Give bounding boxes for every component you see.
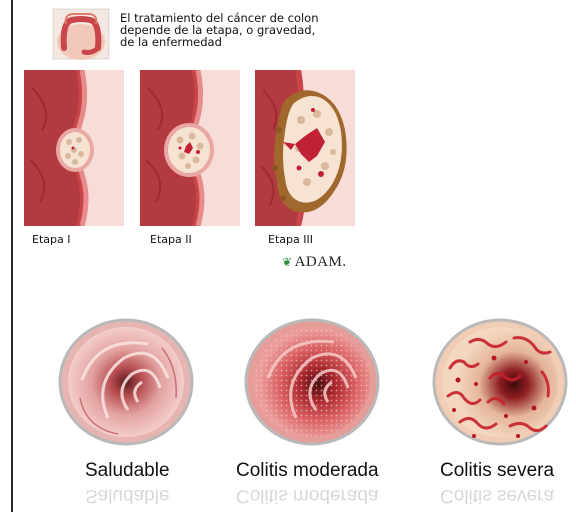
stage-3-illustration: [255, 70, 355, 226]
severe-colitis-caption-reflection: Colitis severa: [440, 484, 554, 506]
adam-logo: ❦ADAM.: [282, 254, 347, 271]
severe-colitis-caption: Colitis severa: [440, 460, 554, 482]
healthy-caption-reflection: Saludable: [85, 484, 170, 506]
adam-logo-text: ADAM.: [295, 254, 347, 270]
severe-colitis-image: [430, 318, 576, 448]
stage-2-label: Etapa II: [150, 233, 192, 246]
left-border-rule: [11, 0, 13, 512]
header-caption: El tratamiento del cáncer de colon depen…: [120, 12, 360, 48]
healthy-caption: Saludable: [85, 460, 170, 482]
stage-1-label: Etapa I: [32, 233, 70, 246]
colon-anatomy-icon: [52, 8, 110, 60]
leaf-icon: ❦: [282, 255, 293, 269]
moderate-colitis-caption-reflection: Colitis moderada: [236, 484, 379, 506]
moderate-colitis-image: [244, 318, 380, 448]
moderate-colitis-caption: Colitis moderada: [236, 460, 379, 482]
stage-1-illustration: [24, 70, 124, 226]
stage-2-illustration: [140, 70, 240, 226]
stage-3-label: Etapa III: [268, 233, 313, 246]
healthy-colon-image: [58, 318, 194, 448]
